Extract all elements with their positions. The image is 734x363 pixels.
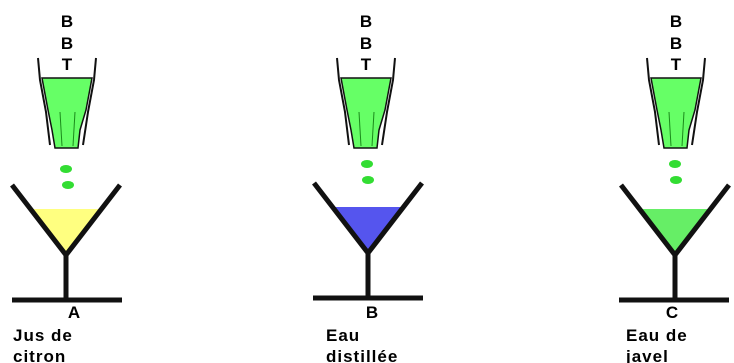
setup-a-letter: A bbox=[68, 303, 80, 322]
dropper-a bbox=[37, 57, 97, 149]
dropper-c bbox=[646, 57, 706, 149]
drop-a-2 bbox=[62, 181, 74, 189]
reagent-letter-a-3: T bbox=[62, 55, 73, 74]
reagent-letter-c-3: T bbox=[671, 55, 682, 74]
drop-c-1 bbox=[669, 160, 681, 168]
reagent-letter-b-1: B bbox=[360, 12, 372, 31]
drop-b-1 bbox=[361, 160, 373, 168]
glass-b bbox=[312, 181, 424, 301]
setup-b: B B T B Eau distillée bbox=[312, 12, 424, 363]
reagent-letter-b-2: B bbox=[360, 34, 372, 53]
setup-b-letter: B bbox=[366, 303, 378, 322]
reagent-letter-c-2: B bbox=[670, 34, 682, 53]
setup-a-label-line2: citron bbox=[13, 347, 66, 363]
setup-b-label-line2: distillée bbox=[326, 347, 398, 363]
setup-c: B B T C Eau de javel bbox=[619, 12, 731, 363]
setup-a-label-line1: Jus de bbox=[13, 326, 73, 345]
setup-a: B B T A Jus de citron bbox=[10, 12, 122, 363]
setup-b-label-line1: Eau bbox=[326, 326, 360, 345]
drop-b-2 bbox=[362, 176, 374, 184]
setup-c-letter: C bbox=[666, 303, 678, 322]
drop-a-1 bbox=[60, 165, 72, 173]
reagent-letter-b-3: T bbox=[361, 55, 372, 74]
reagent-letter-a-2: B bbox=[61, 34, 73, 53]
reagent-letter-c-1: B bbox=[670, 12, 682, 31]
glass-c bbox=[619, 183, 731, 303]
dropper-b bbox=[336, 57, 396, 149]
glass-a bbox=[10, 183, 122, 303]
reagent-letter-a-1: B bbox=[61, 12, 73, 31]
setup-c-label-line2: javel bbox=[625, 347, 669, 363]
setup-c-label-line1: Eau de bbox=[626, 326, 688, 345]
drop-c-2 bbox=[670, 176, 682, 184]
